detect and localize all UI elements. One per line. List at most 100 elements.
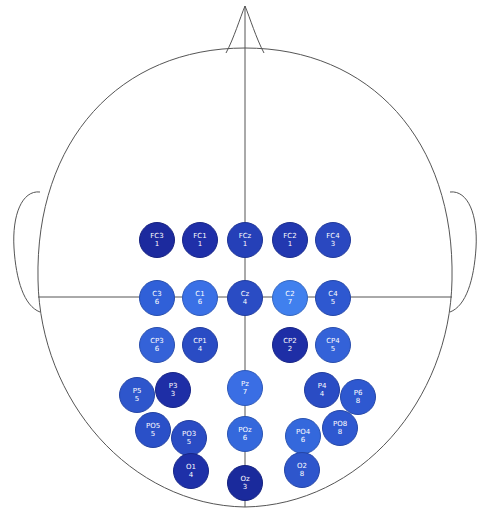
electrode-circle: CP22	[272, 327, 308, 363]
electrode-count: 6	[155, 345, 159, 353]
electrode-circle: Cz4	[227, 280, 263, 316]
electrode-label: P6	[354, 389, 363, 397]
electrode-count: 6	[155, 298, 159, 306]
electrode-label: P4	[318, 382, 327, 390]
electrode-count: 7	[288, 298, 292, 306]
electrode-count: 5	[331, 298, 335, 306]
electrode-circle: CP14	[182, 327, 218, 363]
electrode-fill	[156, 373, 191, 408]
electrode-fill	[120, 378, 155, 413]
electrode-label: P5	[133, 387, 142, 395]
electrode-label: Oz	[240, 475, 249, 483]
electrode-count: 8	[356, 397, 360, 405]
electrode-fill	[174, 454, 209, 489]
electrode-label: PO8	[333, 420, 347, 428]
electrode-count: 2	[288, 345, 292, 353]
electrode-label: PO4	[296, 428, 310, 436]
electrode-circle: PO55	[135, 412, 171, 448]
electrode-count: 1	[198, 240, 202, 248]
electrode-fill	[228, 281, 263, 316]
electrode-fill	[228, 466, 263, 501]
electrode-count: 4	[243, 298, 247, 306]
electrode-fill	[323, 411, 358, 446]
electrode-label: C3	[152, 290, 161, 298]
electrode-label: FC2	[283, 232, 296, 240]
electrode-count: 3	[243, 483, 247, 491]
electrode-circle: P68	[340, 379, 376, 415]
electrode-count: 7	[243, 388, 247, 396]
electrode-label: FCz	[239, 232, 252, 240]
electrode-fill	[273, 223, 308, 258]
electrode-circle: C27	[272, 280, 308, 316]
electrode-circle: CP45	[315, 327, 351, 363]
right-ear	[450, 192, 476, 312]
electrode-count: 5	[135, 395, 139, 403]
electrode-circle: C45	[315, 280, 351, 316]
electrode-label: CP4	[326, 337, 340, 345]
electrode-label: CP3	[150, 337, 164, 345]
electrode-count: 1	[288, 240, 292, 248]
electrode-label: PO3	[182, 430, 196, 438]
electrode-circle: P55	[119, 377, 155, 413]
electrode-count: 6	[243, 434, 247, 442]
electrode-fill	[136, 413, 171, 448]
electrode-circle: PO88	[322, 410, 358, 446]
electrode-label: CP2	[283, 337, 297, 345]
electrode-label: FC1	[193, 232, 206, 240]
electrode-fill	[183, 223, 218, 258]
electrode-circle: O28	[284, 452, 320, 488]
electrode-fill	[286, 419, 321, 454]
electrode-fill	[305, 373, 340, 408]
electrode-count: 5	[331, 345, 335, 353]
electrode-fill	[172, 421, 207, 456]
electrode-count: 8	[338, 428, 342, 436]
electrode-count: 3	[171, 390, 175, 398]
electrode-count: 4	[198, 345, 202, 353]
electrode-count: 6	[301, 436, 305, 444]
electrode-fill	[228, 417, 263, 452]
electrode-label: FC4	[326, 232, 339, 240]
electrode-label: FC3	[150, 232, 163, 240]
electrode-label: O1	[186, 463, 196, 471]
electrode-label: C1	[195, 290, 204, 298]
electrode-count: 1	[155, 240, 159, 248]
electrode-fill	[316, 281, 351, 316]
electrode-fill	[285, 453, 320, 488]
electrode-fill	[183, 281, 218, 316]
electrode-circle: O14	[173, 453, 209, 489]
electrode-label: CP1	[193, 337, 207, 345]
electrode-fill	[183, 328, 218, 363]
electrode-circle: FCz1	[227, 222, 263, 258]
electrode-count: 5	[187, 438, 191, 446]
electrode-circle: PO46	[285, 418, 321, 454]
electrode-circle: C16	[182, 280, 218, 316]
electrode-circle: POz6	[227, 416, 263, 452]
electrode-label: Cz	[241, 290, 250, 298]
electrode-circle: FC43	[315, 222, 351, 258]
electrode-count: 3	[331, 240, 335, 248]
electrode-circle: Pz7	[227, 370, 263, 406]
electrode-label: Pz	[241, 380, 249, 388]
electrode-fill	[228, 223, 263, 258]
electrode-fill	[316, 223, 351, 258]
electrode-circle: C36	[139, 280, 175, 316]
left-ear	[14, 192, 40, 312]
electrode-fill	[273, 328, 308, 363]
electrode-count: 4	[189, 471, 193, 479]
electrode-count: 6	[198, 298, 202, 306]
electrode-fill	[228, 371, 263, 406]
electrode-count: 8	[300, 470, 304, 478]
electrode-circle: FC11	[182, 222, 218, 258]
electrode-label: POz	[238, 426, 251, 434]
electrode-label: C4	[328, 290, 337, 298]
electrode-fill	[140, 281, 175, 316]
electrode-circle: FC31	[139, 222, 175, 258]
electrode-circle: P33	[155, 372, 191, 408]
electrode-fill	[273, 281, 308, 316]
electrode-label: PO5	[146, 422, 160, 430]
electrode-label: C2	[285, 290, 294, 298]
electrode-circle: PO35	[171, 420, 207, 456]
electrode-circle: CP36	[139, 327, 175, 363]
electrode-fill	[341, 380, 376, 415]
